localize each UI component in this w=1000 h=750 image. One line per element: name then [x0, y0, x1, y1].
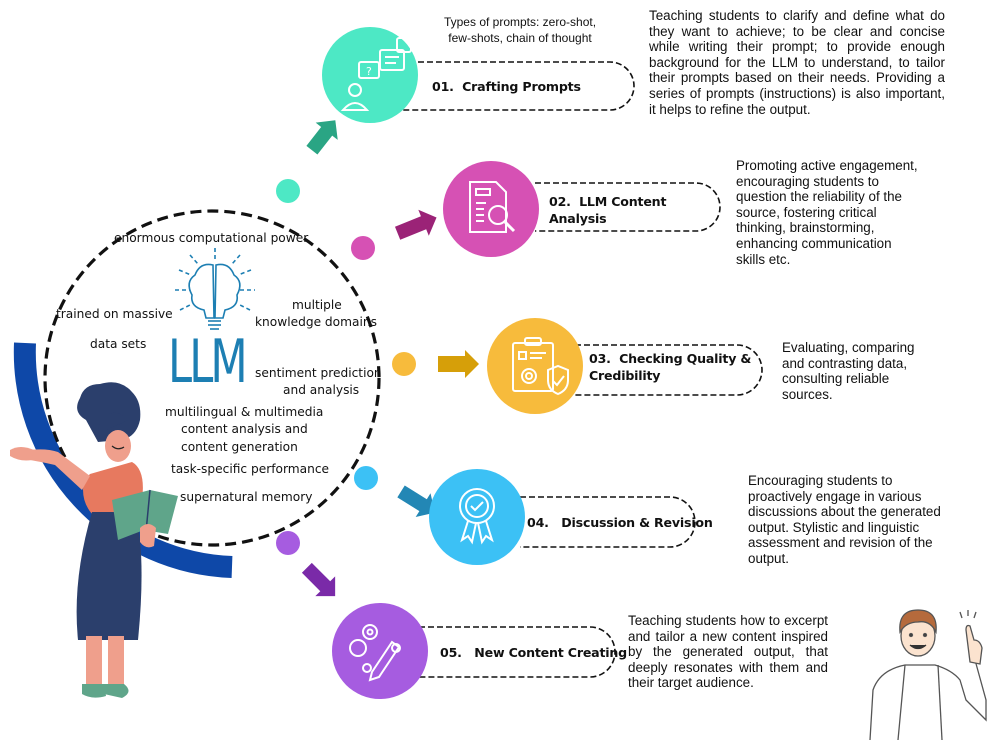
step-1-title-text: Crafting Prompts — [462, 79, 581, 94]
feature-computational-power: enormous computational power — [114, 231, 309, 245]
step-3-description: Evaluating, comparing and contrasting da… — [782, 340, 915, 402]
step-3-circle — [487, 318, 583, 414]
feature-task-specific: task-specific performance — [171, 462, 330, 476]
document-magnifier-icon — [469, 181, 516, 233]
arrow-to-step-2 — [394, 209, 437, 240]
step-3-title-line-2: Credibility — [589, 368, 661, 383]
feature-data-sets: data sets — [90, 337, 147, 351]
step-2-title: 02. LLM Content Analysis — [549, 193, 666, 227]
step-1-number: 01. — [432, 79, 454, 94]
prompt-types-line-2: few-shots, chain of thought — [448, 31, 592, 45]
award-badge-icon — [459, 488, 495, 545]
step-4-title-text: Discussion & Revision — [561, 515, 713, 530]
step-2-description: Promoting active engagement, encouraging… — [736, 158, 918, 267]
feature-multiple: multiple — [292, 298, 342, 312]
feature-multilingual-multimedia: multilingual & multimedia — [165, 405, 324, 419]
step-3-title: 03. Checking Quality & Credibility — [589, 350, 751, 384]
step-3-title-text: Checking Quality & — [619, 351, 752, 366]
step-4-description: Encouraging students to proactively enga… — [748, 473, 941, 566]
man-pointing-illustration — [869, 609, 987, 741]
feature-content-generation: content generation — [181, 440, 298, 454]
dot-step-3 — [392, 352, 416, 376]
step-1-description: Teaching students to clarify and define … — [649, 8, 945, 117]
arrow-to-step-5 — [301, 562, 336, 597]
step-4-number: 04. — [527, 515, 549, 530]
step-5-circle — [332, 603, 428, 699]
step-5-title-outline — [410, 626, 616, 678]
brain-lightbulb-icon — [175, 248, 255, 330]
step-5-number: 05. — [440, 645, 462, 660]
feature-trained-on-massive: trained on massive — [56, 307, 173, 321]
step-5-title-text: New Content Creating — [474, 645, 627, 660]
step-5-title: 05. New Content Creating — [440, 644, 627, 661]
prompt-types-line-1: Types of prompts: zero-shot, — [443, 15, 597, 29]
step-5-description: Teaching students how to excerpt and tai… — [628, 613, 828, 691]
arrow-to-step-1 — [306, 120, 338, 155]
arrow-to-step-3 — [438, 350, 479, 378]
prompt-types-note: Types of prompts: zero-shot, few-shots, … — [420, 14, 620, 46]
feature-sentiment-prediction: sentiment prediction — [255, 366, 382, 380]
gears-pencil-icon — [349, 624, 401, 682]
feature-content-analysis: content analysis and — [181, 422, 308, 436]
dot-step-4 — [354, 466, 378, 490]
step-2-title-text: LLM Content — [579, 194, 667, 209]
feature-supernatural-memory: supernatural memory — [180, 490, 313, 504]
feature-knowledge-domains: knowledge domains — [255, 315, 377, 329]
llm-label: LLM — [168, 327, 248, 397]
step-4-title-outline — [520, 496, 696, 548]
step-2-title-outline — [535, 182, 721, 232]
dot-step-5 — [276, 531, 300, 555]
dot-step-2 — [351, 236, 375, 260]
chat-bubbles-person-icon: ? — [340, 37, 412, 111]
step-2-number: 02. — [549, 194, 571, 209]
feature-and-analysis: and analysis — [283, 383, 360, 397]
clipboard-gear-shield-icon — [512, 337, 569, 396]
step-1-title-outline — [400, 61, 635, 111]
step-1-title: 01. Crafting Prompts — [432, 78, 581, 95]
dot-step-1 — [276, 179, 300, 203]
step-2-title-line-2: Analysis — [549, 211, 607, 226]
svg-text:?: ? — [366, 65, 372, 78]
llm-dashed-circle — [43, 209, 381, 547]
step-3-number: 03. — [589, 351, 611, 366]
step-3-title-outline — [575, 344, 763, 396]
step-4-title: 04. Discussion & Revision — [527, 514, 713, 531]
blue-arc-decoration — [13, 342, 233, 578]
woman-teacher-illustration — [10, 382, 178, 698]
arrow-to-step-4 — [397, 485, 435, 518]
